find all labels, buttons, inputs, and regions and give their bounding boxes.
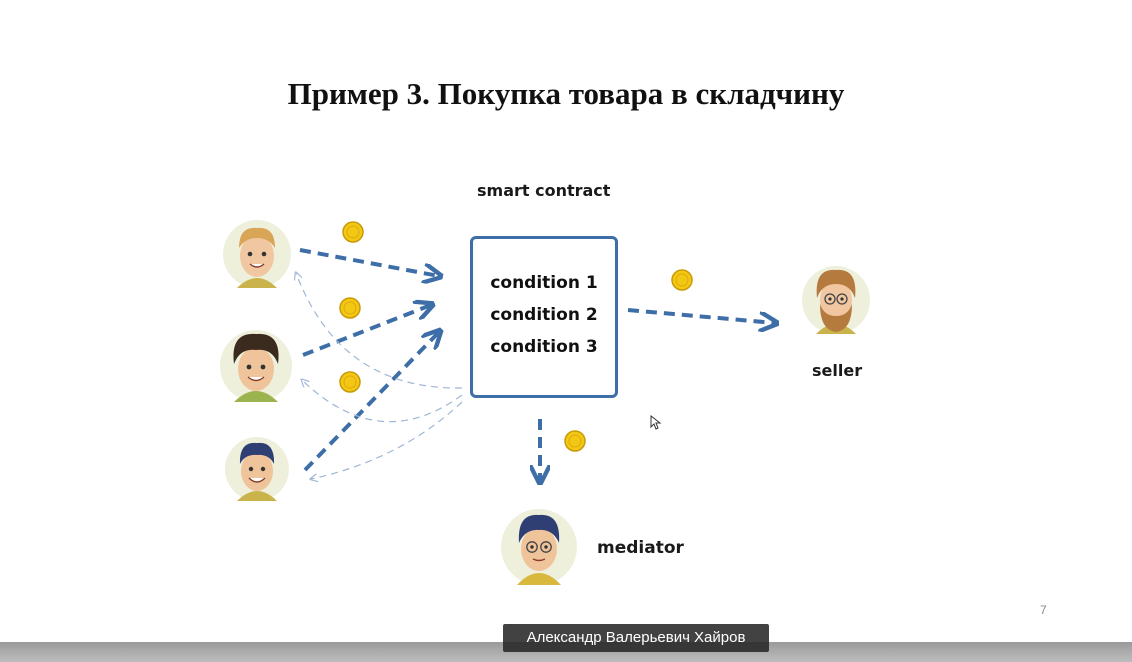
- contract-return-arrows: [296, 273, 463, 479]
- video-bottom-bar: [0, 642, 1132, 662]
- page-number: 7: [1040, 603, 1047, 617]
- return-arrow-buyer3: [311, 401, 463, 479]
- buyer-2-avatar-icon: [220, 330, 292, 402]
- slide-title: Пример 3. Покупка товара в складчину: [287, 76, 845, 111]
- seller-label: seller: [812, 361, 863, 380]
- coin-icon: [339, 297, 361, 319]
- arrow-buyer3-contract: [303, 332, 439, 472]
- mediator-avatar-icon: [501, 509, 577, 585]
- buyer-1-avatar-icon: [223, 220, 291, 288]
- smart-contract-label: smart contract: [477, 181, 611, 200]
- coin-icon: [671, 269, 693, 291]
- arrow-buyer1-contract: [299, 248, 439, 276]
- coins: [339, 221, 693, 452]
- diagram-canvas: [220, 220, 870, 585]
- coin-icon: [564, 430, 586, 452]
- buyer-3-avatar-icon: [225, 437, 289, 501]
- condition-1: condition 1: [490, 273, 598, 293]
- arrow-buyer2-contract: [302, 305, 431, 357]
- smart-contract-box: condition 1 condition 2 condition 3: [470, 236, 618, 398]
- mouse-cursor-icon: [650, 415, 662, 430]
- contract-payout-arrows: [540, 308, 775, 481]
- condition-2: condition 2: [490, 305, 598, 325]
- mediator-label: mediator: [597, 538, 684, 558]
- condition-3: condition 3: [490, 337, 598, 357]
- return-arrow-buyer1: [296, 273, 463, 389]
- buyer-to-contract-arrows: [299, 248, 439, 472]
- presenter-name-tag: Александр Валерьевич Хайров: [503, 624, 769, 652]
- return-arrow-buyer2: [302, 380, 463, 423]
- slide: Пример 3. Покупка товара в складчину sma…: [0, 0, 1132, 642]
- arrow-contract-seller: [627, 308, 775, 323]
- coin-icon: [339, 371, 361, 393]
- seller-avatar-icon: [802, 266, 870, 334]
- coin-icon: [342, 221, 364, 243]
